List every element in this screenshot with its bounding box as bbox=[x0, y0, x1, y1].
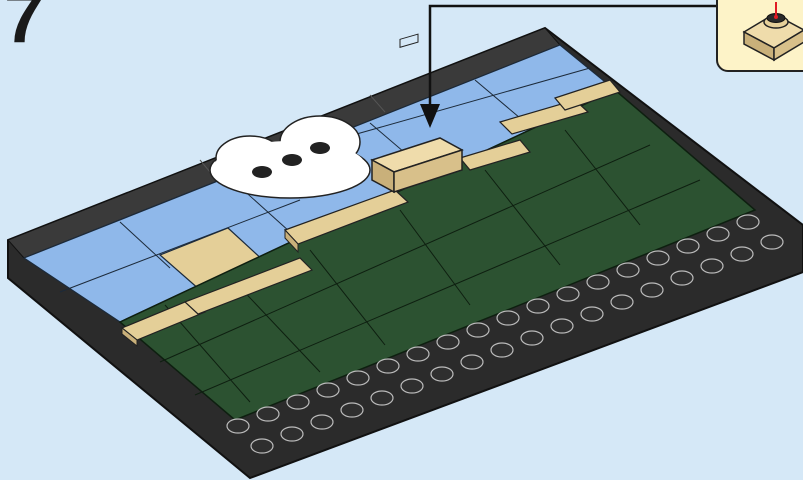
cloud-piece bbox=[210, 116, 370, 198]
